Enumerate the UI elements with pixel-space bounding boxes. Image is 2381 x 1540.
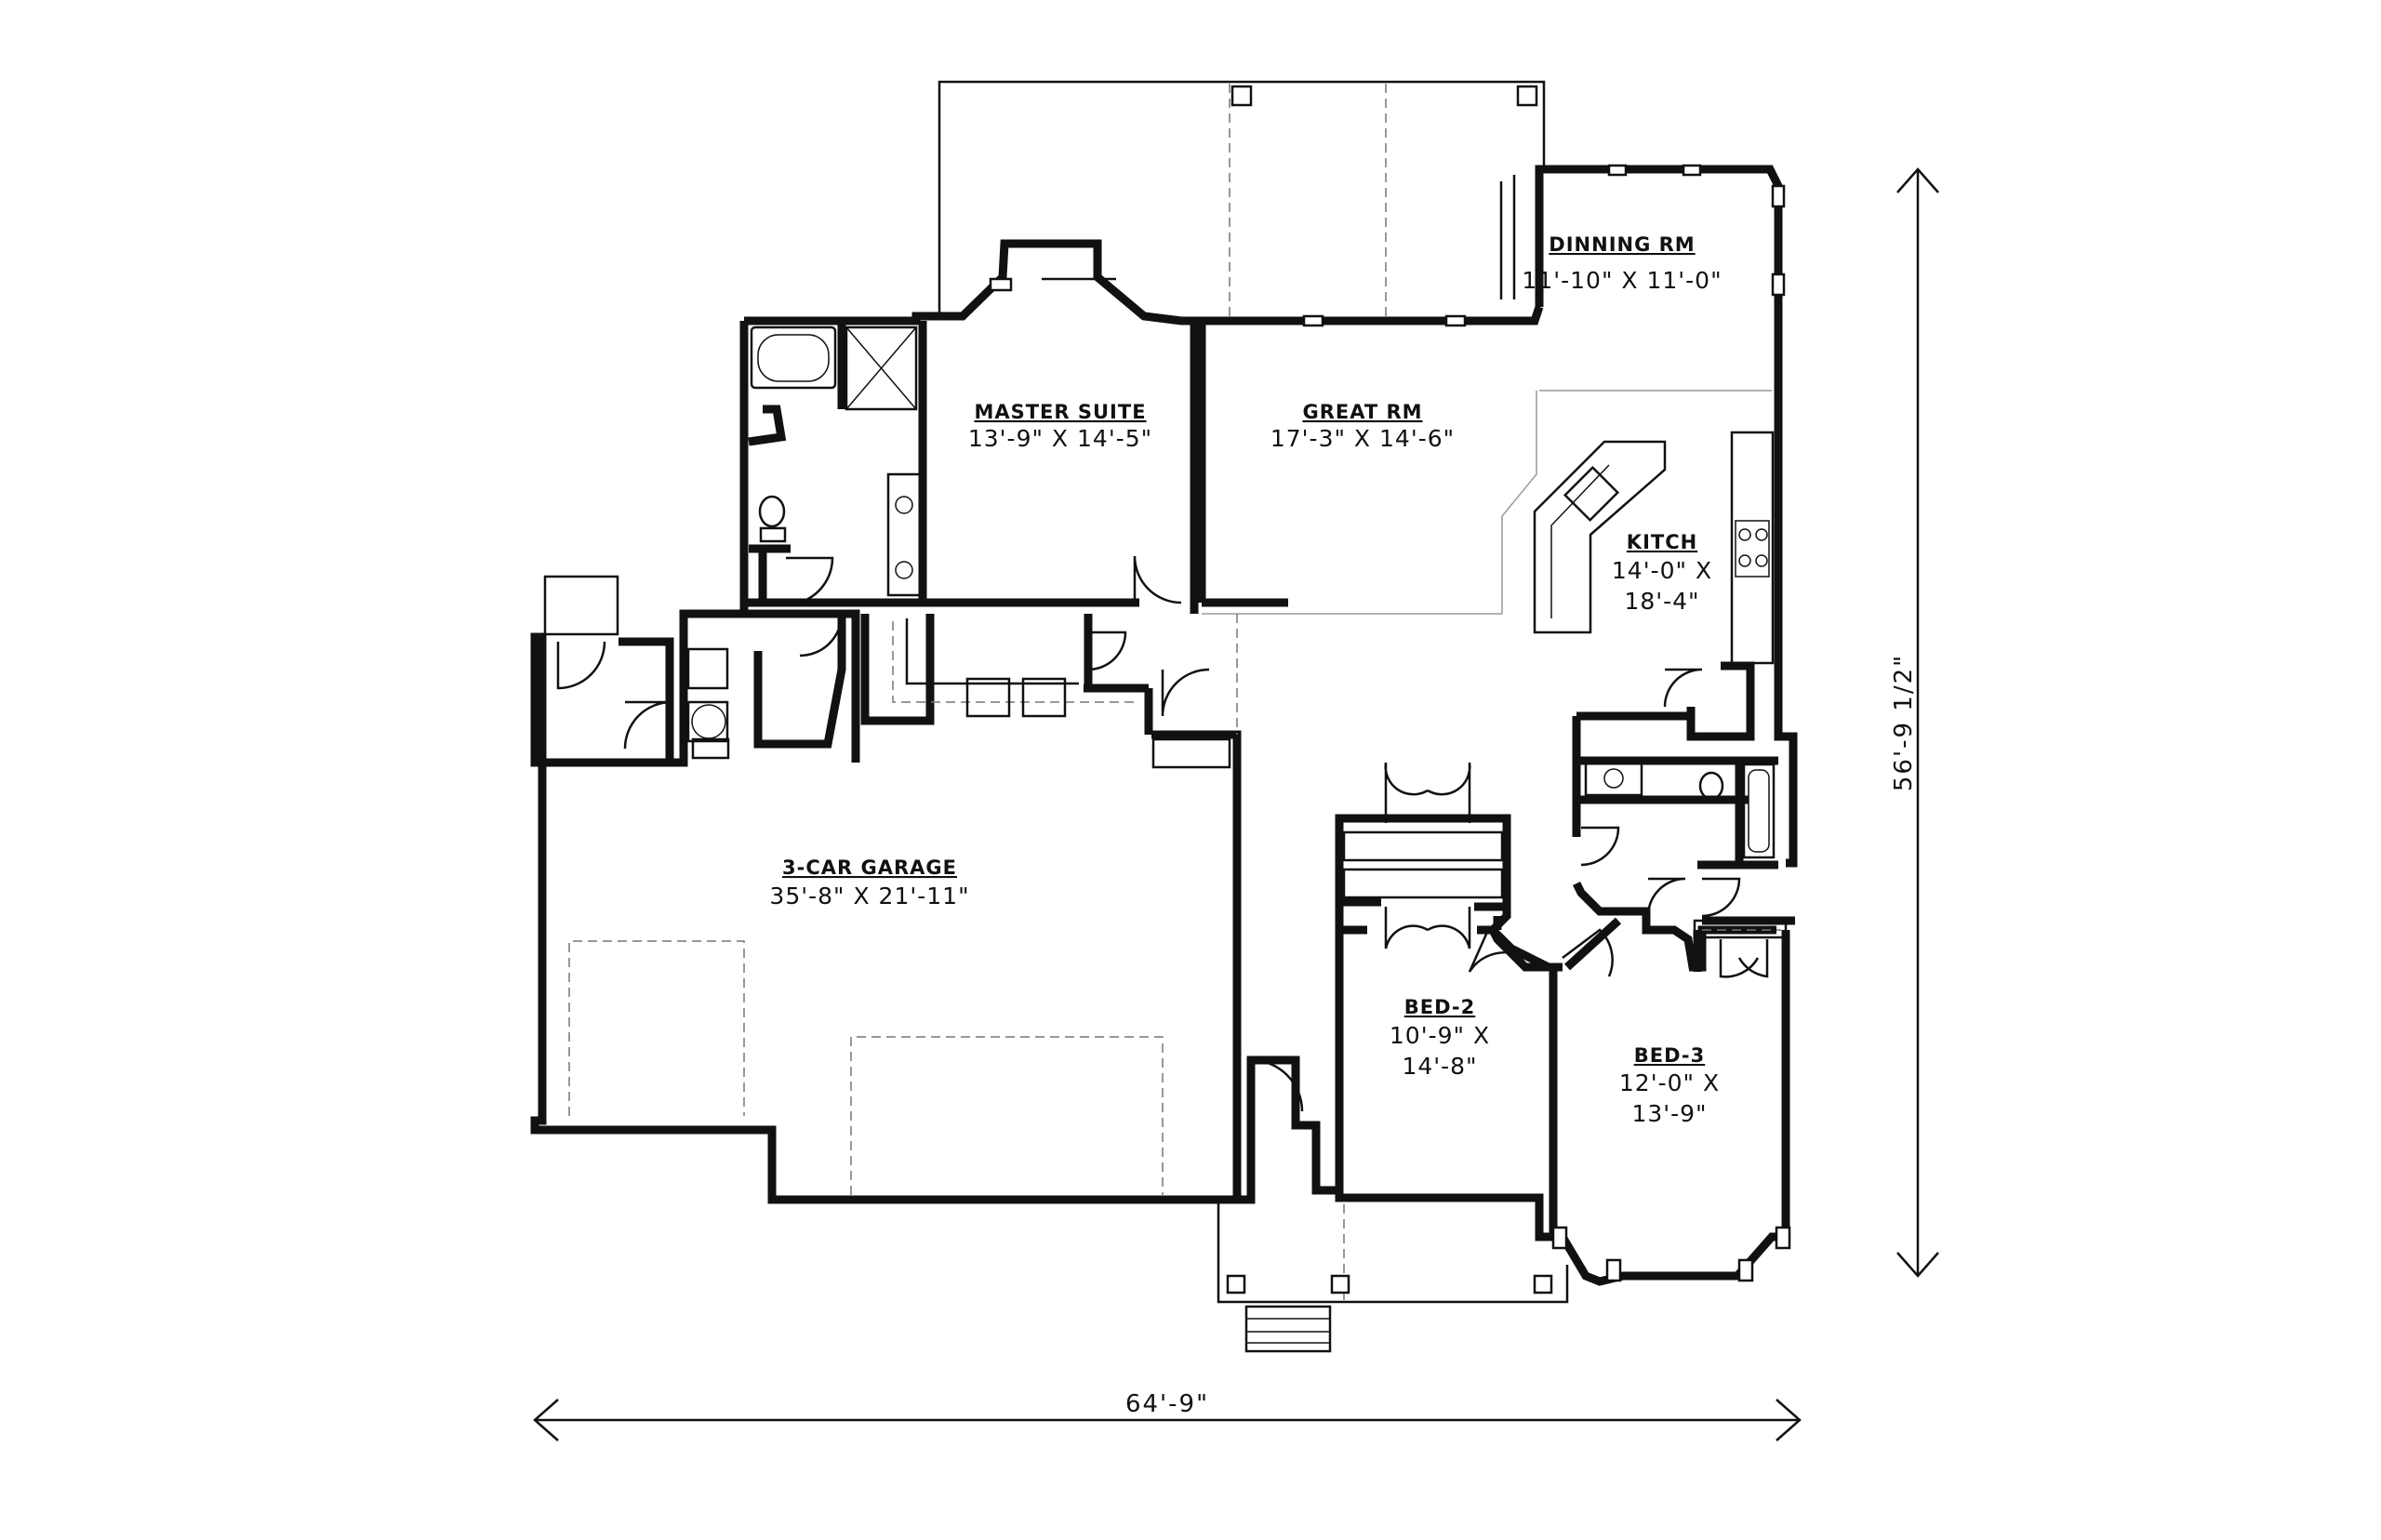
dining-room-name: DINNING RM bbox=[1549, 233, 1695, 256]
exterior-walls bbox=[530, 165, 1798, 1286]
garage-name: 3-CAR GARAGE bbox=[782, 856, 957, 879]
dining-room-dims: 11'-10" X 11'-0" bbox=[1522, 267, 1722, 294]
dimension-width: 64'-9" bbox=[533, 1390, 1802, 1441]
front-porch bbox=[1217, 1200, 1569, 1353]
kitchen-name: KITCH bbox=[1627, 531, 1697, 553]
master-suite-dims: 13'-9" X 14'-5" bbox=[968, 425, 1152, 452]
kitchen-dims-line1: 14'-0" X bbox=[1612, 557, 1712, 584]
bed2-dims-line1: 10'-9" X bbox=[1390, 1022, 1490, 1049]
bed3-name: BED-3 bbox=[1634, 1044, 1706, 1067]
overall-width-label: 64'-9" bbox=[1125, 1390, 1209, 1418]
garage-dims: 35'-8" X 21'-11" bbox=[769, 883, 969, 909]
overall-depth-label: 56'-9 1/2" bbox=[1890, 654, 1918, 791]
great-room-name: GREAT RM bbox=[1302, 401, 1422, 423]
bed3-dims-line1: 12'-0" X bbox=[1619, 1069, 1720, 1096]
side-stoop bbox=[543, 575, 619, 636]
bed3-dims-line2: 13'-9" bbox=[1631, 1100, 1707, 1127]
kitchen-dims-line2: 18'-4" bbox=[1624, 588, 1699, 615]
bed2-name: BED-2 bbox=[1404, 996, 1476, 1018]
great-room-dims: 17'-3" X 14'-6" bbox=[1270, 425, 1455, 452]
rear-patio bbox=[938, 80, 1546, 321]
dimension-depth: 56'-9 1/2" bbox=[1890, 167, 1939, 1278]
room-labels: DINNING RM 11'-10" X 11'-0" GREAT RM 17'… bbox=[769, 233, 1722, 1127]
fixtures bbox=[686, 325, 1788, 939]
garage-doors bbox=[568, 737, 1231, 1195]
bed2-dims-line2: 14'-8" bbox=[1402, 1053, 1477, 1080]
doors bbox=[556, 164, 1791, 1282]
master-suite-name: MASTER SUITE bbox=[974, 401, 1146, 423]
